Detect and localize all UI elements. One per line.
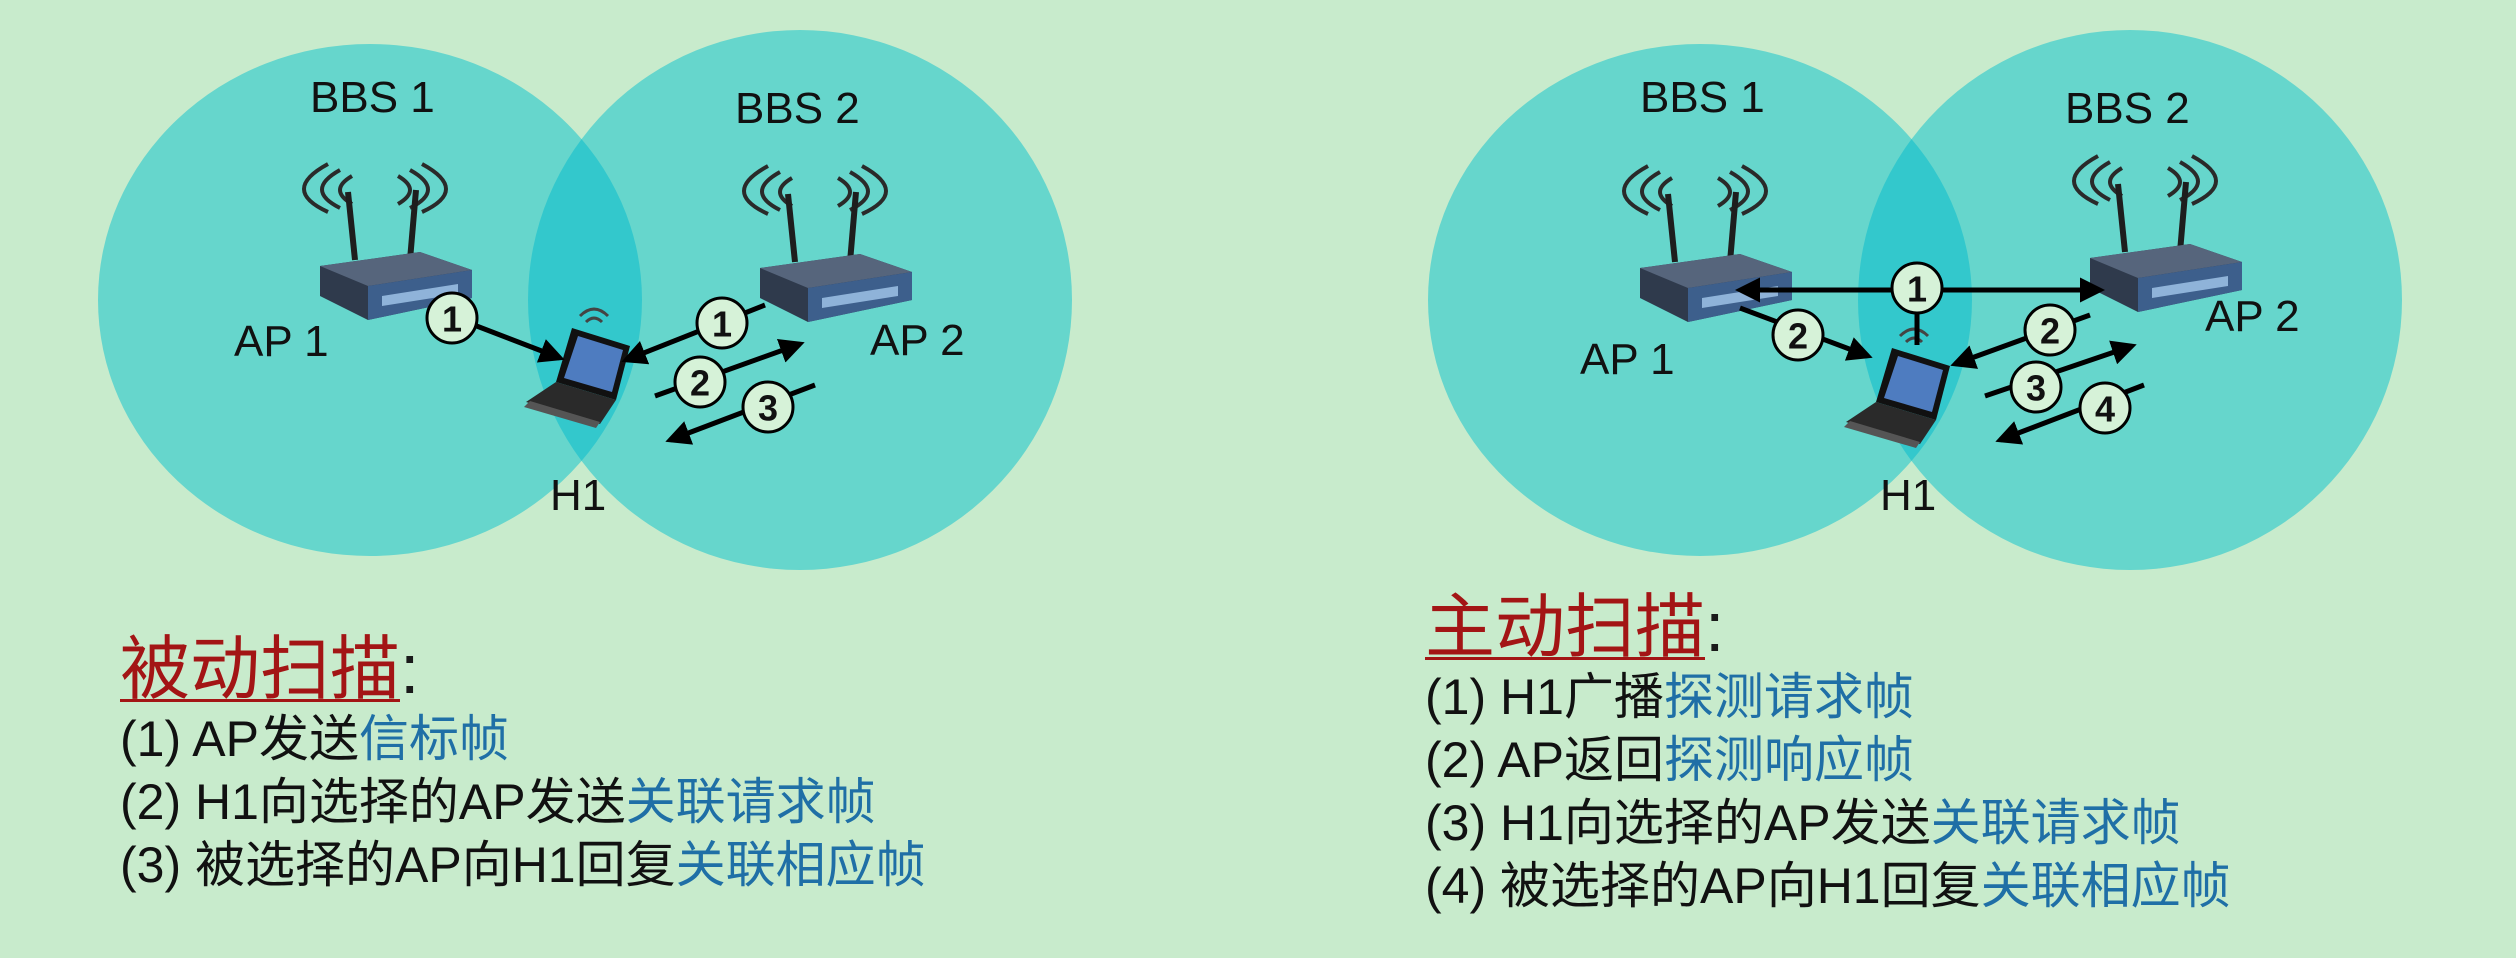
step-badge: 2 xyxy=(673,355,727,409)
bbs1-label: BBS 1 xyxy=(1640,73,1765,122)
active-scan-description: 主动扫描: (1) H1广播探测请求帧 (2) AP返回探测响应帧 (3) H1… xyxy=(1425,588,2231,918)
step-badge: 1 xyxy=(425,291,479,345)
step-badge: 1 xyxy=(695,296,749,350)
svg-text:2: 2 xyxy=(690,363,710,404)
h1-label: H1 xyxy=(550,471,606,520)
step-badge: 1 xyxy=(1890,261,1944,315)
svg-text:2: 2 xyxy=(2040,311,2060,352)
ap2-label: AP 2 xyxy=(2205,292,2300,341)
bbs2-label: BBS 2 xyxy=(735,84,860,133)
svg-text:3: 3 xyxy=(758,388,778,429)
svg-text:2: 2 xyxy=(1788,316,1808,357)
active-diagram: BBS 1 BBS 2 AP 1 AP 2 H1 1 2 2 3 xyxy=(1428,30,2402,570)
passive-diagram: BBS 1 BBS 2 AP 1 AP 2 H1 1 1 2 3 xyxy=(98,30,1072,570)
passive-step-3: (3) 被选择的AP向H1回复关联相应帧 xyxy=(120,837,926,893)
step-badge: 3 xyxy=(741,380,795,434)
h1-label: H1 xyxy=(1880,471,1936,520)
svg-text:1: 1 xyxy=(712,304,732,345)
step-badge: 4 xyxy=(2078,381,2132,435)
bbs2-label: BBS 2 xyxy=(2065,84,2190,133)
active-step-3: (3) H1向选择的AP发送关联请求帧 xyxy=(1425,795,2181,851)
active-step-1: (1) H1广播探测请求帧 xyxy=(1425,669,1914,725)
assoc-request-arrow xyxy=(1984,340,2137,399)
bbs1-label: BBS 1 xyxy=(310,73,435,122)
passive-scan-title: 被动扫描: xyxy=(120,630,420,708)
ap2-label: AP 2 xyxy=(870,316,965,365)
step-badge: 2 xyxy=(1771,308,1825,362)
ap1-label: AP 1 xyxy=(1580,335,1675,384)
passive-step-1: (1) AP发送信标帧 xyxy=(120,711,509,767)
step-badge: 3 xyxy=(2009,360,2063,414)
ap1-label: AP 1 xyxy=(234,317,329,366)
passive-step-2: (2) H1向选择的AP发送关联请求帧 xyxy=(120,774,876,830)
active-step-4: (4) 被选择的AP向H1回复关联相应帧 xyxy=(1425,858,2231,914)
active-scan-title: 主动扫描: xyxy=(1425,588,1725,666)
passive-scan-description: 被动扫描: (1) AP发送信标帧 (2) H1向选择的AP发送关联请求帧 (3… xyxy=(120,630,926,897)
svg-text:3: 3 xyxy=(2026,368,2046,409)
active-step-2: (2) AP返回探测响应帧 xyxy=(1425,732,1914,788)
svg-text:4: 4 xyxy=(2095,389,2115,430)
svg-text:1: 1 xyxy=(1907,269,1927,310)
step-badge: 2 xyxy=(2023,303,2077,357)
svg-text:1: 1 xyxy=(442,299,462,340)
